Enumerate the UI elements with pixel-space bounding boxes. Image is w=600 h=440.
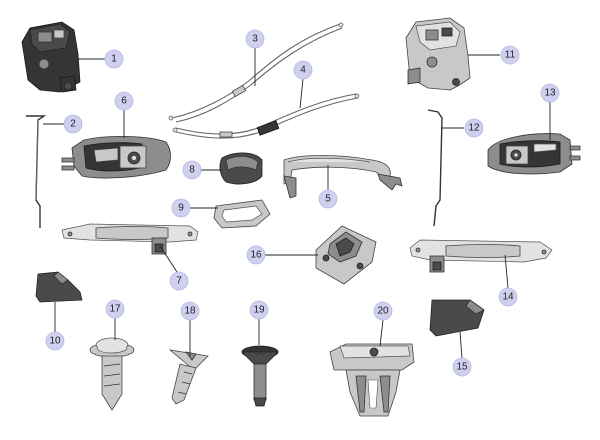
callout-18: 18: [180, 301, 200, 321]
part-5-exterior-handle: [283, 155, 403, 199]
callout-17: 17: [105, 299, 125, 319]
callout-20-label: 20: [377, 306, 389, 317]
part-7-handle-frame: [61, 223, 199, 255]
callout-13-label: 13: [544, 88, 556, 99]
callout-13: 13: [540, 83, 560, 103]
part-20-plastic-clip: [329, 343, 415, 417]
callout-8: 8: [182, 160, 202, 180]
callout-12-label: 12: [468, 123, 480, 134]
part-12-lock-rod: [427, 109, 443, 227]
callout-11-label: 11: [505, 50, 516, 61]
callout-2-label: 2: [70, 119, 76, 130]
callout-2: 2: [63, 114, 83, 134]
callout-5: 5: [318, 189, 338, 209]
callout-1: 1: [104, 49, 124, 69]
part-17-screw: [89, 337, 135, 411]
callout-10-label: 10: [49, 336, 61, 347]
part-15-trim-piece: [429, 299, 485, 337]
part-6-interior-handle: [61, 135, 171, 179]
part-2-lock-rod: [26, 115, 47, 228]
part-14-handle-frame: [409, 239, 553, 273]
part-3-cable: [168, 22, 344, 123]
callout-19: 19: [249, 300, 269, 320]
callout-19-label: 19: [253, 305, 265, 316]
callout-15: 15: [452, 357, 472, 377]
part-13-interior-handle: [487, 133, 581, 175]
part-1-door-lock-actuator: [21, 21, 81, 93]
leader-20: [379, 319, 384, 347]
part-10-trim-piece: [35, 271, 83, 303]
callout-15-label: 15: [456, 362, 468, 373]
callout-16: 16: [246, 245, 266, 265]
leader-14: [504, 254, 509, 289]
callout-9-label: 9: [178, 203, 184, 214]
callout-9: 9: [171, 198, 191, 218]
callout-3-label: 3: [252, 34, 258, 45]
callout-5-label: 5: [325, 194, 331, 205]
callout-17-label: 17: [109, 304, 121, 315]
callout-8-label: 8: [189, 165, 195, 176]
callout-12: 12: [464, 118, 484, 138]
part-4-cable: [172, 93, 360, 139]
callout-4-label: 4: [300, 65, 306, 76]
part-9-handle-gasket: [213, 199, 271, 229]
leader-4: [299, 78, 304, 109]
callout-11: 11: [500, 45, 520, 65]
callout-14-label: 14: [502, 292, 514, 303]
callout-14: 14: [498, 287, 518, 307]
callout-18-label: 18: [184, 306, 196, 317]
part-8-handle-cap: [219, 152, 263, 185]
callout-16-label: 16: [250, 250, 262, 261]
leader-lines: [43, 48, 551, 359]
callout-10: 10: [45, 331, 65, 351]
callout-7: 7: [169, 271, 189, 291]
part-19-bolt: [241, 345, 279, 407]
callout-6: 6: [114, 91, 134, 111]
callout-3: 3: [245, 29, 265, 49]
part-16-striker-plate: [315, 225, 377, 285]
callout-6-label: 6: [121, 96, 127, 107]
callout-20: 20: [373, 301, 393, 321]
callout-1-label: 1: [111, 54, 117, 65]
callout-4: 4: [293, 60, 313, 80]
leader-7: [159, 245, 178, 273]
part-11-door-lock-actuator: [405, 17, 471, 91]
callout-7-label: 7: [176, 276, 182, 287]
part-18-screw: [168, 349, 209, 405]
leader-15: [459, 331, 463, 359]
